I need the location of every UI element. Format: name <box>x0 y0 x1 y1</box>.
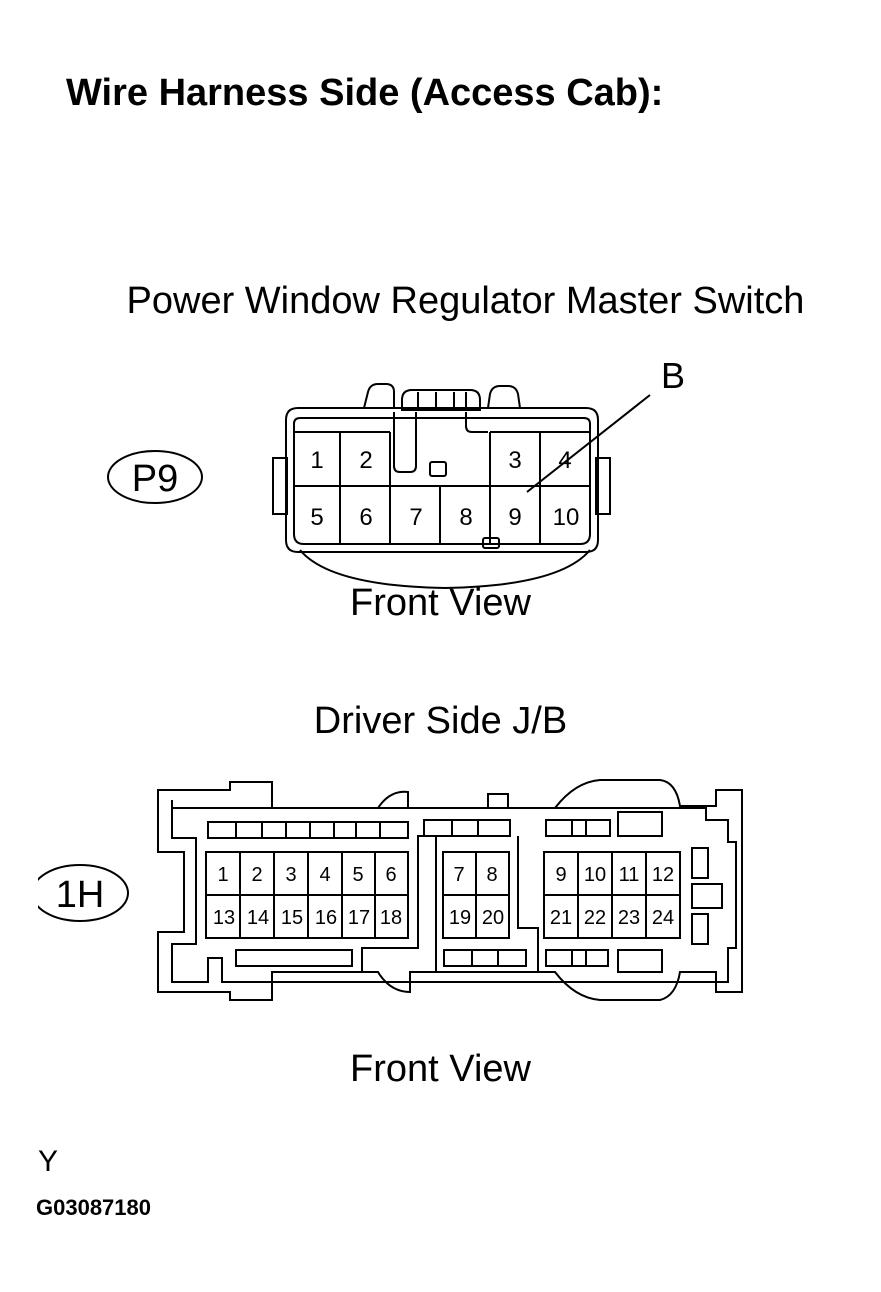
p9-pin: 3 <box>508 447 521 474</box>
p9-pin: 4 <box>558 447 571 474</box>
p9-right-ear <box>595 457 611 515</box>
1h-divider-1 <box>361 835 437 972</box>
footer-letter: Y <box>38 1145 59 1178</box>
p9-key-slot-left <box>393 412 417 473</box>
1h-pin: 13 <box>213 907 235 929</box>
1h-pin: 4 <box>319 864 330 886</box>
p9-pin: 10 <box>553 504 580 531</box>
1h-side-slot-3 <box>691 913 709 945</box>
p9-skirt <box>299 549 591 590</box>
1h-pin: 17 <box>348 907 370 929</box>
1h-rib-8 <box>617 949 663 973</box>
1h-pin: 2 <box>251 864 262 886</box>
p9-pin: 7 <box>409 504 422 531</box>
1h-pin: 3 <box>285 864 296 886</box>
p9-view-label: Front View <box>350 582 531 624</box>
1h-pin: 5 <box>352 864 363 886</box>
p9-pin: 2 <box>359 447 372 474</box>
p9-callout-leader <box>526 394 651 493</box>
1h-pin: 14 <box>247 907 269 929</box>
p9-callout-label: B <box>661 355 686 396</box>
1h-pin: 7 <box>453 864 464 886</box>
1h-rib-7 <box>545 949 609 967</box>
1h-pin: 10 <box>584 864 606 886</box>
p9-key-nub <box>429 461 447 477</box>
1h-rib-3 <box>545 819 611 837</box>
1h-rib-1 <box>207 821 409 839</box>
1h-code: 1H <box>56 874 105 916</box>
1h-pin: 8 <box>486 864 497 886</box>
1h-rib-2 <box>423 819 511 837</box>
1h-pin: 1 <box>217 864 228 886</box>
p9-connector: P9 <box>107 383 651 590</box>
p9-key-slot-right <box>465 412 488 433</box>
1h-rib-6 <box>443 949 527 967</box>
1h-pin: 15 <box>281 907 303 929</box>
1h-pin: 12 <box>652 864 674 886</box>
1h-pin: 22 <box>584 907 606 929</box>
figure-id: G03087180 <box>36 1195 151 1220</box>
1h-pin-grid <box>205 851 681 939</box>
p9-pin: 8 <box>459 504 472 531</box>
1h-pin: 6 <box>385 864 396 886</box>
p9-pin-labels: 1 2 3 4 5 6 7 8 9 10 <box>310 447 579 531</box>
p9-component-name: Power Window Regulator Master Switch <box>126 280 805 322</box>
1h-side-slot-2 <box>691 883 723 909</box>
1h-pin-labels: 1 2 3 4 5 6 7 8 9 10 11 12 13 14 15 16 1… <box>213 864 674 929</box>
p9-lock-left <box>363 383 395 409</box>
1h-connector: 1H <box>30 779 743 1001</box>
p9-code-oval <box>107 450 203 504</box>
1h-pin: 19 <box>449 907 471 929</box>
1h-pin: 9 <box>555 864 566 886</box>
1h-pin: 21 <box>550 907 572 929</box>
1h-pin: 20 <box>482 907 504 929</box>
p9-lock-right <box>487 385 521 409</box>
p9-housing-inner <box>293 417 591 545</box>
1h-rib-4 <box>617 811 663 837</box>
1h-pin: 16 <box>315 907 337 929</box>
p9-latch <box>401 389 481 411</box>
1h-housing-inner <box>171 800 737 983</box>
p9-housing <box>285 407 599 553</box>
1h-pin: 23 <box>618 907 640 929</box>
1h-housing <box>157 779 743 1001</box>
1h-component-name: Driver Side J/B <box>313 700 568 742</box>
p9-left-ear <box>272 457 288 515</box>
1h-pin: 18 <box>380 907 402 929</box>
page-title: Wire Harness Side (Access Cab): <box>66 72 664 114</box>
1h-pin: 11 <box>619 864 640 886</box>
p9-pin: 9 <box>508 504 521 531</box>
p9-pin-grid <box>294 431 590 544</box>
p9-pin: 5 <box>310 504 323 531</box>
p9-code: P9 <box>132 458 178 500</box>
1h-side-slot-1 <box>691 847 709 879</box>
1h-divider-2 <box>517 836 539 972</box>
p9-pin: 6 <box>359 504 372 531</box>
1h-pin: 24 <box>652 907 674 929</box>
1h-rib-5 <box>235 949 353 967</box>
p9-pin: 1 <box>310 447 323 474</box>
1h-view-label: Front View <box>350 1048 531 1090</box>
